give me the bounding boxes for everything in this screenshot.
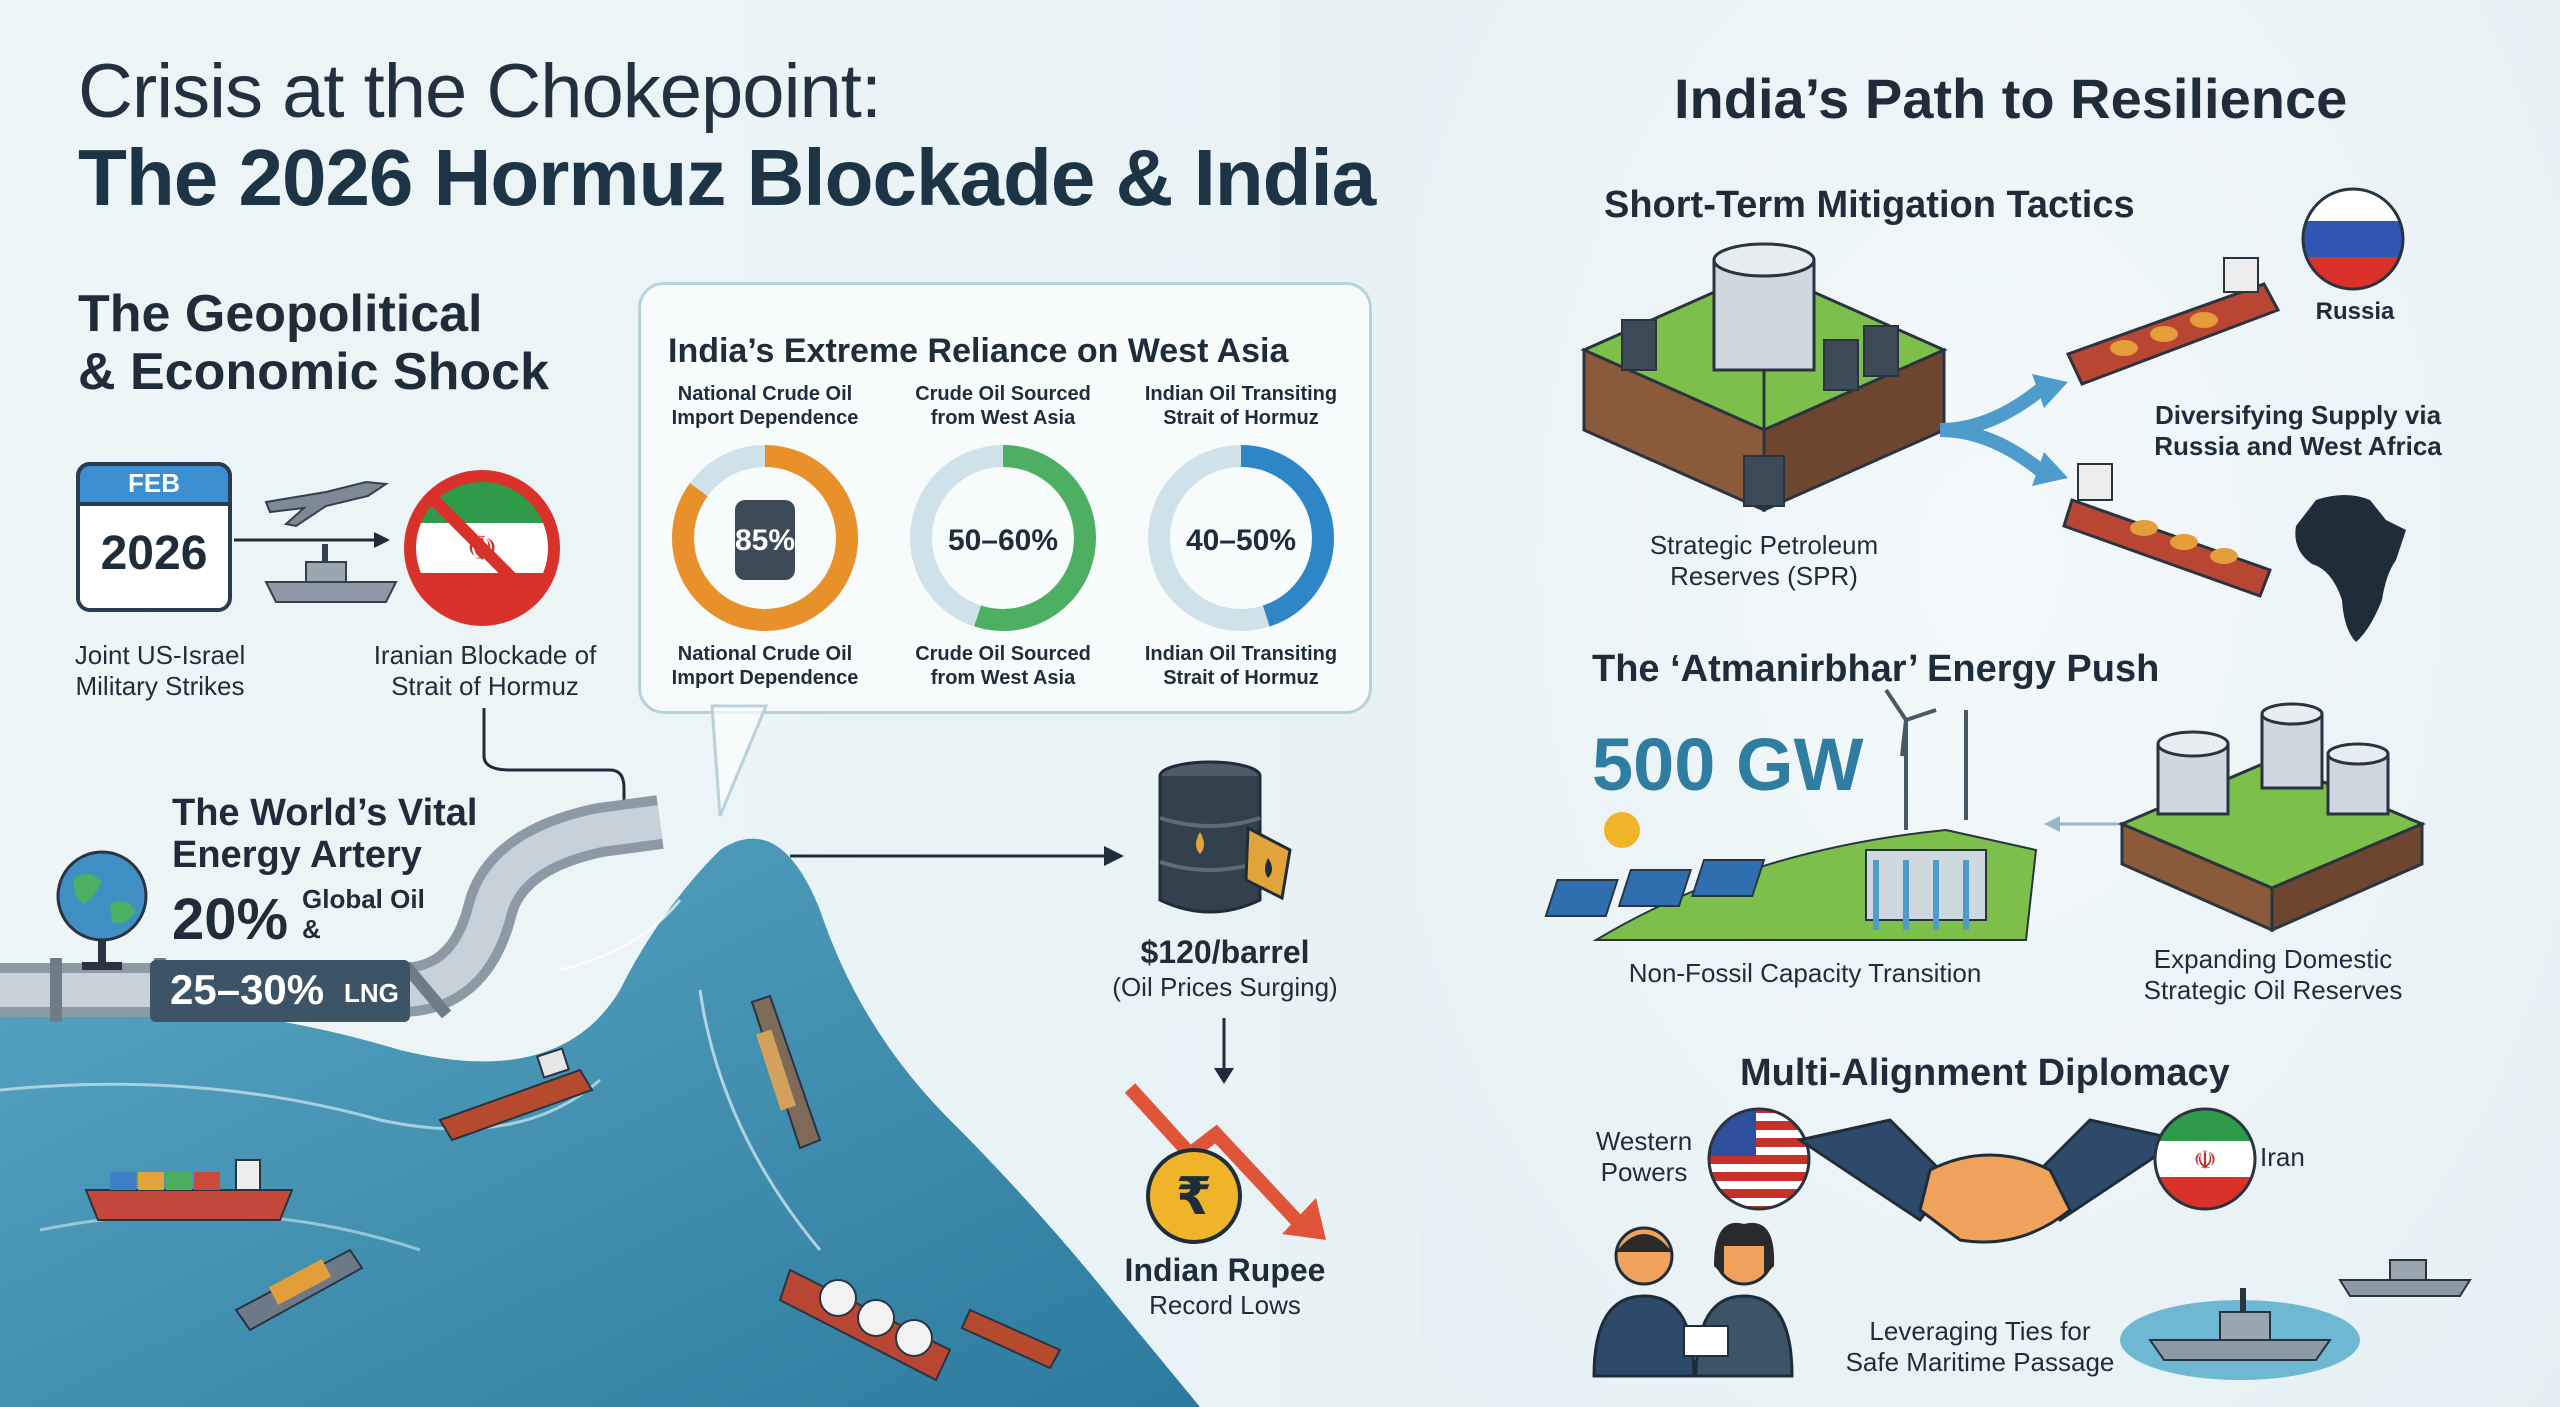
tanker-africa <box>2062 463 2272 598</box>
reliance-donut: 85% <box>672 445 858 631</box>
jet-and-ship-icon <box>264 480 398 603</box>
lng-label: LNG <box>344 978 399 1008</box>
atmanirbhar-heading: The ‘Atmanirbhar’ Energy Push <box>1592 648 2160 690</box>
oil-reserves-illustration <box>2118 702 2426 933</box>
panel-pointer <box>710 704 769 817</box>
container-ship-1 <box>84 1159 294 1221</box>
shock-heading-1: The Geopolitical <box>78 285 483 343</box>
reliance-heading: India’s Extreme Reliance on West Asia <box>668 332 1289 370</box>
iran-flag-icon: ☫ <box>2153 1107 2257 1211</box>
russia-label: Russia <box>2315 298 2395 325</box>
calendar-year: 2026 <box>100 527 208 580</box>
reliance-donut: 40–50% <box>1148 445 1334 631</box>
ampersand: & <box>302 914 321 944</box>
reliance-value: 85% <box>735 524 795 557</box>
handshake-icon <box>1796 1118 2184 1244</box>
short-term-heading: Short-Term Mitigation Tactics <box>1604 184 2135 226</box>
oil-share-label: Global Oil <box>302 884 425 914</box>
small-tanker <box>960 1308 1062 1370</box>
lng-carrier <box>778 1268 952 1382</box>
reliance-value: 40–50% <box>1186 524 1296 557</box>
iran-flag-blocked-icon: ☫ <box>404 470 560 626</box>
naval-ships-illustration <box>2120 1259 2472 1380</box>
reliance-donut: 50–60% <box>910 445 1096 631</box>
resilience-heading: India’s Path to Resilience <box>1674 67 2348 130</box>
calendar-icon: FEB 2026 <box>76 462 232 612</box>
oil-price-note: (Oil Prices Surging) <box>1112 972 1338 1002</box>
sea-illustration <box>0 838 1200 1407</box>
svg-text:☫: ☫ <box>2193 1146 2216 1176</box>
rupee-symbol: ₹ <box>1176 1167 1212 1227</box>
reliance-donut-arc <box>672 445 858 631</box>
shock-heading-2: & Economic Shock <box>78 343 549 401</box>
arrow-right-icon <box>234 532 390 548</box>
title-line-1: Crisis at the Chokepoint: <box>78 49 882 134</box>
branch-arrows <box>1939 374 2068 486</box>
us-flag-icon <box>1707 1107 1811 1211</box>
oil-price: $120/barrel <box>1140 934 1310 970</box>
oil-barrel-icon <box>1158 760 1292 914</box>
reliance-panel <box>638 282 1372 714</box>
title-line-2: The 2026 Hormuz Blockade & India <box>78 133 1376 222</box>
lng-share-band <box>150 960 410 1022</box>
capacity-label: Non-Fossil Capacity Transition <box>1628 958 1982 988</box>
iran-label: Iran <box>2260 1142 2305 1172</box>
reliance-donut-arc <box>1148 445 1334 631</box>
lng-share-value: 25–30% <box>170 966 325 1013</box>
cargo-ship-vertical <box>750 994 822 1150</box>
oil-share-value: 20% <box>172 887 289 952</box>
reliance-donut-arc <box>910 445 1096 631</box>
rupee-label-1: Indian Rupee <box>1124 1252 1326 1288</box>
tanker-russia <box>2065 257 2281 386</box>
pipeline-illustration <box>0 795 664 1022</box>
diplomacy-heading: Multi-Alignment Diplomacy <box>1740 1052 2230 1094</box>
spr-storage-illustration <box>1580 242 1948 513</box>
tanker-ship-1 <box>438 1047 594 1142</box>
capacity-value: 500 GW <box>1592 723 1864 806</box>
down-arrow-icon <box>1214 1018 1234 1084</box>
rupee-label-2: Record Lows <box>1149 1290 1301 1320</box>
africa-map-icon <box>2295 495 2406 642</box>
russia-flag-icon <box>2301 187 2405 291</box>
diplomats-icon <box>1592 1222 1794 1378</box>
artery-heading-1: The World’s Vital <box>172 792 478 834</box>
globe-icon <box>56 850 148 970</box>
calendar-month: FEB <box>128 468 180 498</box>
artery-heading-2: Energy Artery <box>172 834 422 876</box>
arrow-right-icon-2 <box>790 846 1124 866</box>
rupee-decline-icon: ₹ <box>1124 1083 1326 1244</box>
reliance-value: 50–60% <box>948 524 1058 557</box>
renewables-illustration <box>1544 688 2038 941</box>
container-ship-2 <box>234 1248 364 1332</box>
